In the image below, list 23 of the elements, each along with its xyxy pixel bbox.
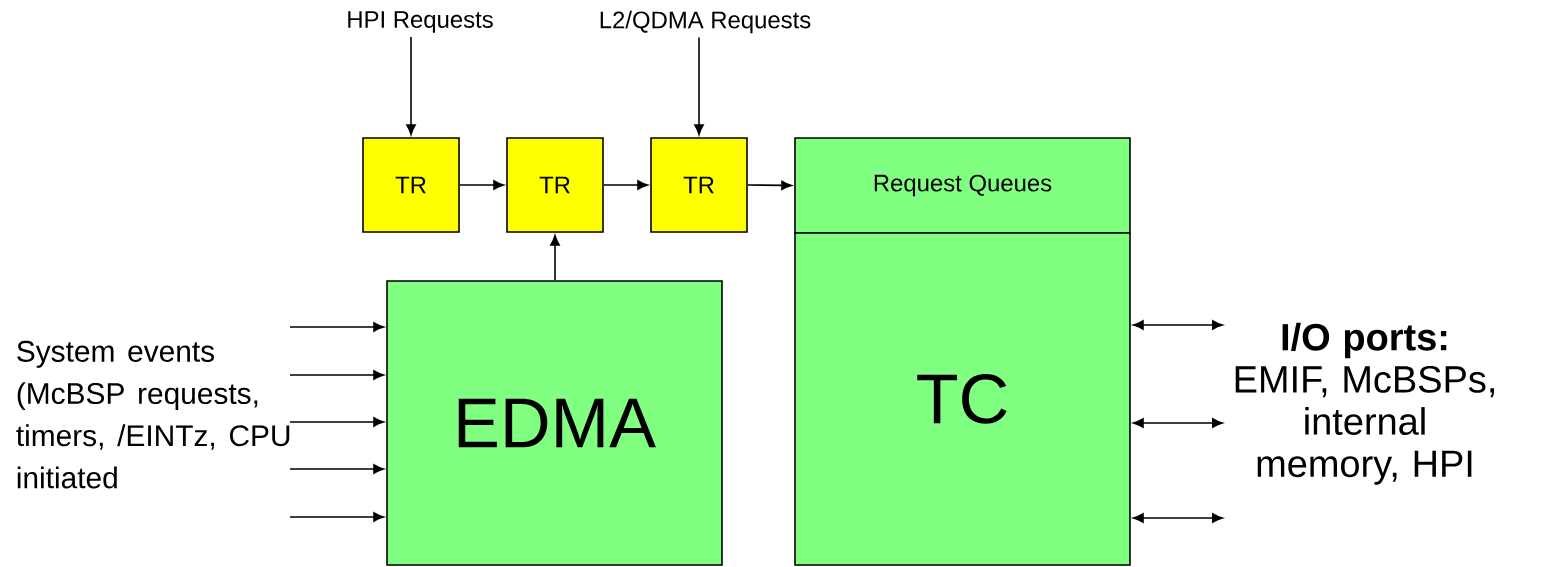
- tr-box: TR: [650, 137, 748, 233]
- arrow: [550, 234, 560, 281]
- arrow: [1132, 320, 1223, 330]
- arrow: [289, 464, 385, 474]
- arrow: [747, 180, 793, 191]
- queue-band: Request Queues: [794, 137, 1131, 234]
- arrow: [289, 322, 385, 332]
- arrow: [694, 36, 704, 136]
- block-box: EDMA: [386, 280, 723, 566]
- events-text: System events (McBSP requests, timers, /EINTz, CPU initiated: [16, 340, 290, 489]
- request-label: HPI Requests: [348, 11, 493, 33]
- arrow: [1132, 513, 1223, 523]
- arrow: [406, 36, 416, 136]
- tr-box: TR: [362, 137, 460, 233]
- arrow: [459, 180, 505, 190]
- request-label: L2/QDMA Requests: [600, 10, 811, 34]
- arrow: [289, 370, 385, 380]
- arrow: [289, 417, 385, 427]
- arrow: [603, 180, 649, 190]
- arrow: [1132, 418, 1223, 428]
- arrow: [289, 512, 385, 522]
- ports-text: I/O ports: EMIF, McBSPs, internal memory, HPI: [1235, 322, 1494, 485]
- tr-box: TR: [506, 137, 604, 233]
